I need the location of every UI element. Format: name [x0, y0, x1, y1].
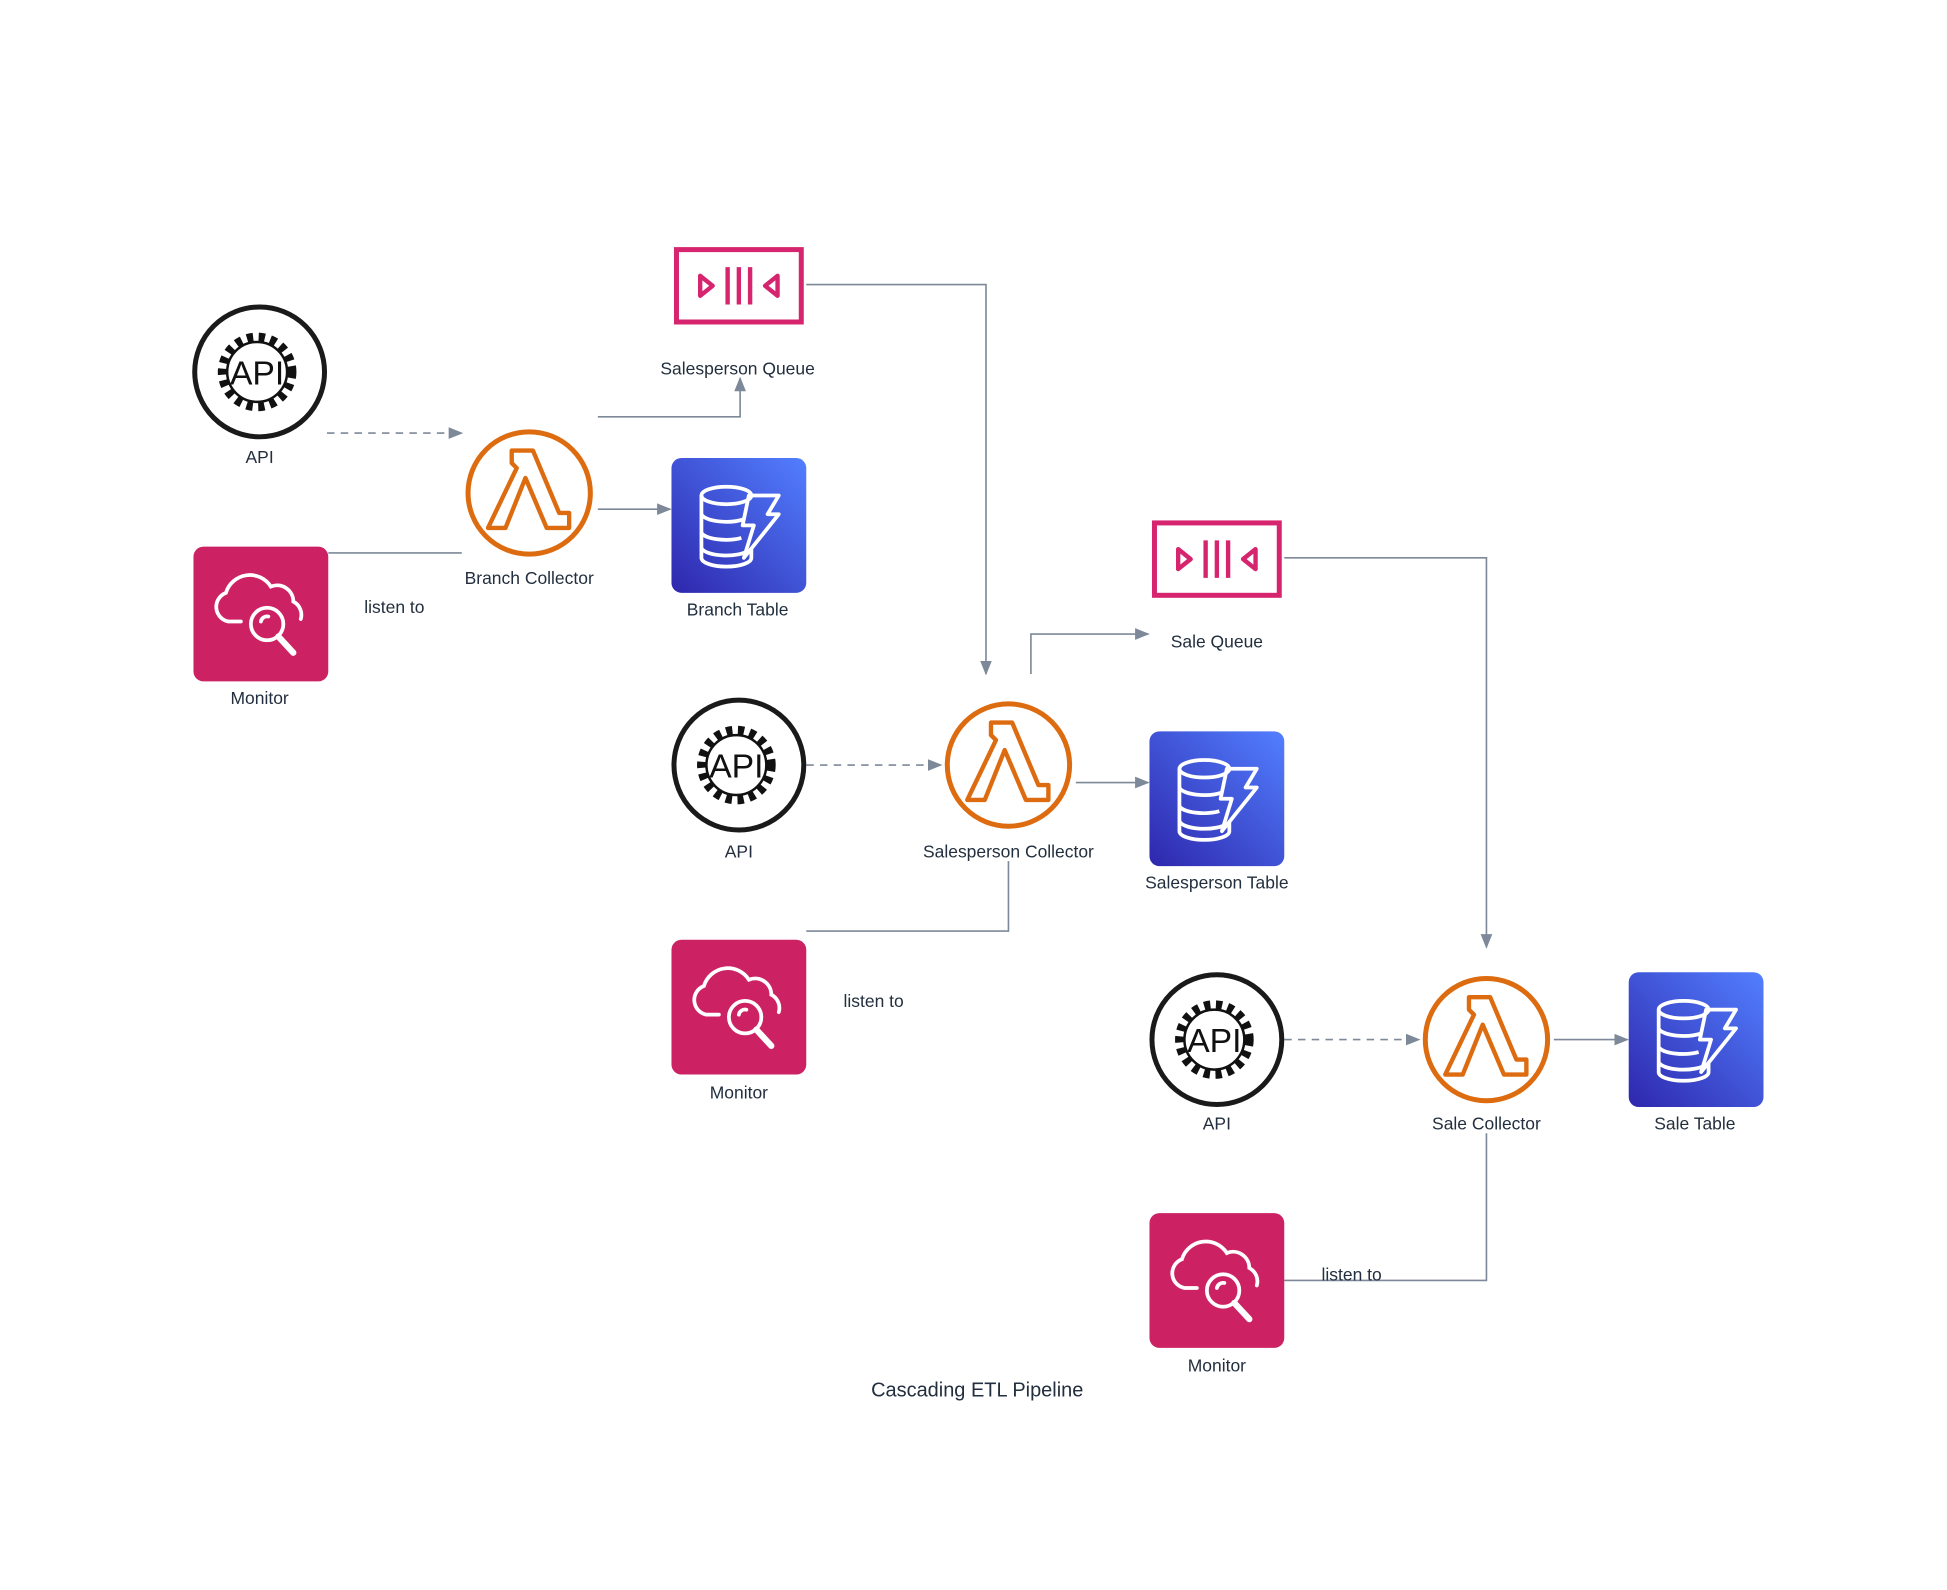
node-label: API: [725, 841, 753, 861]
node-branch-collector[interactable]: Branch Collector: [465, 432, 594, 588]
dynamodb-table-icon: [1147, 729, 1287, 869]
api-icon-glyph: API: [709, 749, 763, 786]
node-label: Sale Table: [1654, 1113, 1735, 1133]
node-label: Monitor: [230, 688, 288, 708]
edge-label-listen-to: listen to: [364, 597, 424, 617]
edge-label-listen-to: listen to: [844, 991, 904, 1011]
node-label: Salesperson Table: [1145, 873, 1288, 893]
node-monitor1[interactable]: Monitor: [193, 547, 328, 708]
dynamodb-table-icon: [1626, 970, 1766, 1109]
node-label: Monitor: [1188, 1356, 1246, 1376]
sqs-queue-icon: [1154, 523, 1279, 595]
node-sale-collector[interactable]: Sale Collector: [1425, 978, 1547, 1133]
edge-sale-queue-sale-collector: [1284, 557, 1493, 949]
node-label: API: [1203, 1113, 1231, 1133]
node-label: Salesperson Collector: [923, 841, 1094, 861]
edges: listen to listen to listen to: [327, 283, 1629, 1284]
edge-monitor2-salesperson-collector: [806, 861, 1010, 932]
lambda-icon: [468, 432, 590, 554]
edge-label-listen-to: listen to: [1322, 1264, 1382, 1284]
api-icon-glyph: API: [230, 355, 284, 392]
lambda-icon: [1425, 978, 1547, 1100]
node-sale-queue[interactable]: Sale Queue: [1154, 523, 1279, 652]
node-label: Branch Collector: [465, 568, 594, 588]
edge-branch-collector-salesperson-queue: [597, 376, 746, 418]
edge-monitor3-sale-collector: [1284, 1133, 1488, 1282]
node-label: Branch Table: [687, 599, 789, 619]
dynamodb-table-icon: [669, 456, 809, 595]
cloudwatch-monitor-icon: [1149, 1213, 1284, 1348]
node-label: Sale Queue: [1171, 632, 1263, 652]
node-label: API: [246, 447, 274, 467]
node-salesperson-collector[interactable]: Salesperson Collector: [923, 704, 1094, 862]
edge-salesperson-queue-salesperson-collector: [806, 283, 992, 676]
cloudwatch-monitor-icon: [671, 940, 806, 1075]
cloudwatch-monitor-icon: [193, 547, 328, 682]
node-label: Sale Collector: [1432, 1113, 1541, 1133]
edge-salesperson-collector-sale-queue: [1030, 628, 1150, 674]
api-icon-glyph: API: [1187, 1023, 1241, 1060]
node-branch-table[interactable]: Branch Table: [669, 456, 809, 619]
node-salesperson-table[interactable]: Salesperson Table: [1145, 729, 1289, 893]
node-api3[interactable]: API API: [1152, 975, 1282, 1134]
node-api1[interactable]: API API: [195, 307, 325, 467]
node-label: Monitor: [710, 1082, 768, 1102]
node-api2[interactable]: API API: [674, 700, 804, 861]
node-label: Salesperson Queue: [660, 358, 814, 378]
lambda-icon: [947, 704, 1069, 826]
node-sale-table[interactable]: Sale Table: [1626, 970, 1766, 1133]
node-monitor3[interactable]: Monitor: [1149, 1213, 1284, 1376]
node-salesperson-queue[interactable]: Salesperson Queue: [660, 250, 815, 379]
node-monitor2[interactable]: Monitor: [671, 940, 806, 1103]
sqs-queue-icon: [676, 250, 801, 322]
diagram-title: Cascading ETL Pipeline: [871, 1380, 1083, 1402]
